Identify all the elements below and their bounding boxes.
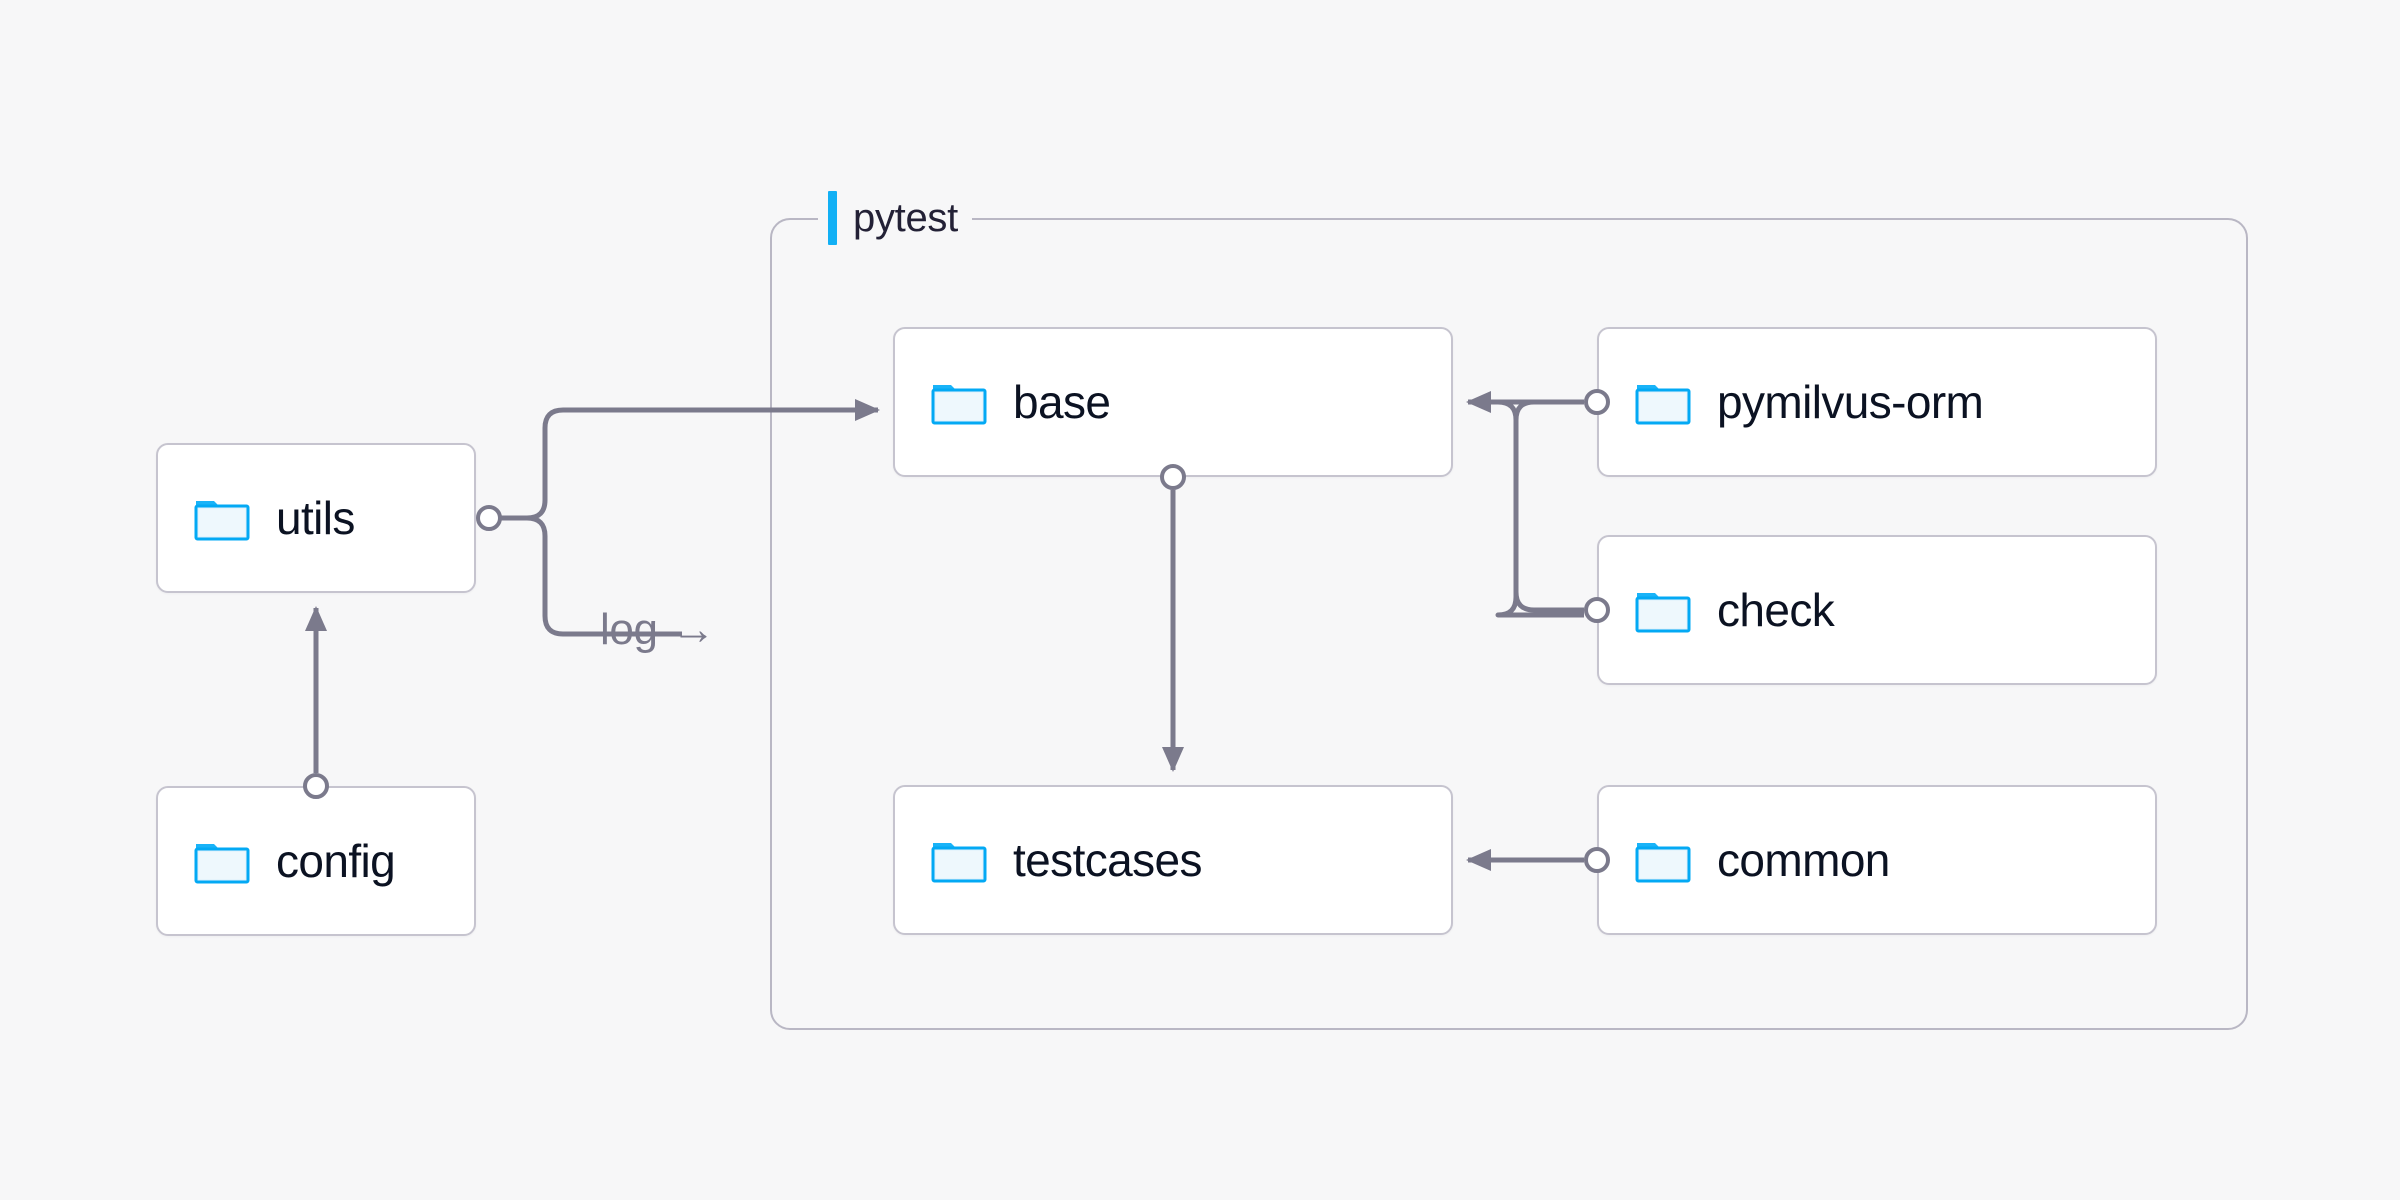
node-content: pymilvus-orm bbox=[1599, 376, 1984, 428]
node-content: common bbox=[1599, 835, 1890, 885]
node-utils[interactable]: utils bbox=[156, 443, 476, 593]
node-content: check bbox=[1599, 584, 1835, 636]
handle-common-left[interactable] bbox=[1584, 847, 1610, 873]
node-pymilvus-orm[interactable]: pymilvus-orm bbox=[1597, 327, 2157, 477]
handle-base-bottom[interactable] bbox=[1160, 464, 1186, 490]
node-content: testcases bbox=[895, 834, 1203, 886]
group-accent-bar-icon bbox=[828, 191, 837, 245]
folder-icon bbox=[1635, 385, 1691, 425]
node-label: config bbox=[276, 835, 396, 887]
node-base[interactable]: base bbox=[893, 327, 1453, 477]
edge-label-log-arrow-icon: → bbox=[671, 605, 716, 654]
folder-icon bbox=[1635, 843, 1691, 883]
node-label: testcases bbox=[1013, 834, 1203, 886]
handle-utils-right[interactable] bbox=[476, 505, 502, 531]
node-common[interactable]: common bbox=[1597, 785, 2157, 935]
handle-config-top[interactable] bbox=[303, 773, 329, 799]
group-pytest-label: pytest bbox=[853, 196, 958, 240]
folder-icon bbox=[931, 843, 987, 883]
node-content: base bbox=[895, 376, 1111, 428]
node-content: utils bbox=[158, 493, 355, 543]
edge-label-log: log → bbox=[600, 605, 716, 654]
node-label: common bbox=[1717, 834, 1890, 886]
edge-label-log-text: log bbox=[600, 605, 658, 654]
node-content: config bbox=[158, 835, 396, 887]
node-label: utils bbox=[276, 492, 355, 544]
node-config[interactable]: config bbox=[156, 786, 476, 936]
node-testcases[interactable]: testcases bbox=[893, 785, 1453, 935]
node-label: pymilvus-orm bbox=[1717, 376, 1984, 428]
node-check[interactable]: check bbox=[1597, 535, 2157, 685]
group-pytest-label-wrap: pytest bbox=[818, 189, 972, 247]
node-label: check bbox=[1717, 584, 1835, 636]
group-pytest[interactable] bbox=[770, 218, 2248, 1030]
handle-pymilvus-orm-left[interactable] bbox=[1584, 389, 1610, 415]
folder-icon bbox=[931, 385, 987, 425]
folder-icon bbox=[1635, 593, 1691, 633]
folder-icon bbox=[194, 844, 250, 884]
folder-icon bbox=[194, 501, 250, 541]
node-label: base bbox=[1013, 376, 1111, 428]
handle-check-left[interactable] bbox=[1584, 597, 1610, 623]
